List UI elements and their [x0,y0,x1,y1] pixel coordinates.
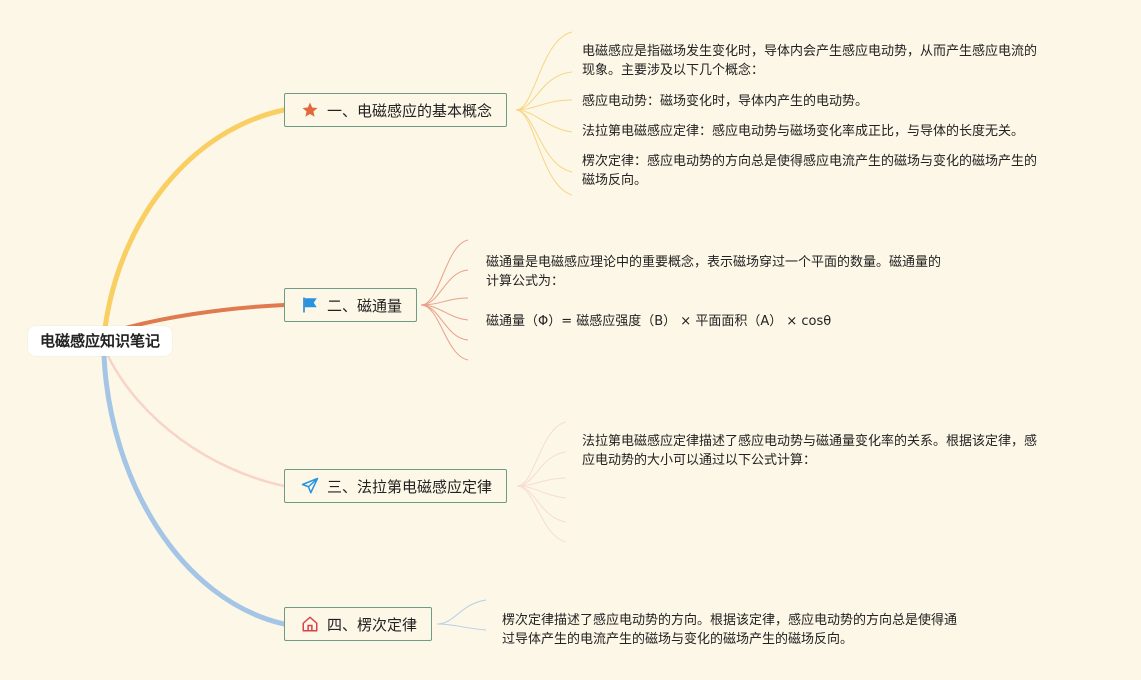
leaf-connectors-2 [420,239,469,361]
branch-node-basic-concepts[interactable]: 一、电磁感应的基本概念 [284,93,508,127]
branch-label: 一、电磁感应的基本概念 [327,101,493,120]
leaf-text-1-2: 感应电动势：磁场变化时，导体内产生的电动势。 [582,94,869,109]
paper-plane-icon [301,477,319,494]
branch-curve-1 [102,107,287,331]
branch-label: 四、楞次定律 [327,615,418,634]
root-node[interactable]: 电磁感应知识笔记 [28,326,173,356]
home-icon [302,616,318,632]
leaf-connectors-4 [436,599,487,631]
branch-node-magnetic-flux[interactable]: 二、磁通量 [284,288,418,322]
leaf-connectors-1 [515,31,573,196]
branch-label: 二、磁通量 [327,296,403,315]
root-title: 电磁感应知识笔记 [40,332,161,350]
branch-curve-4 [101,353,287,627]
leaf-text-2-2: 磁通量（Φ）= 磁感应强度（B） × 平面面积（A） × cosθ [486,314,832,329]
leaf-text-4-1: 楞次定律描述了感应电动势的方向。根据该定律，感应电动势的方向总是使得通 过导体产… [502,613,958,647]
branch-label: 三、法拉第电磁感应定律 [327,477,493,496]
leaf-text-2-1: 磁通量是电磁感应理论中的重要概念，表示磁场穿过一个平面的数量。磁通量的 计算公式… [486,255,942,289]
branch-curve-2 [116,303,286,332]
branch-curve-3 [106,354,286,488]
branch-node-lenz-law[interactable]: 四、楞次定律 [284,607,433,641]
star-icon [302,102,318,117]
branch-node-faraday-law[interactable]: 三、法拉第电磁感应定律 [284,469,508,503]
flag-icon [303,297,317,313]
leaf-text-1-3: 法拉第电磁感应定律：感应电动势与磁场变化率成正比，与导体的长度无关。 [582,124,1025,139]
leaf-connectors-3 [516,421,567,543]
leaf-text-3-1: 法拉第电磁感应定律描述了感应电动势与磁通量变化率的关系。根据该定律，感 应电动势… [582,434,1038,468]
leaf-text-1-1: 电磁感应是指磁场发生变化时，导体内会产生感应电动势，从而产生感应电流的 现象。主… [582,44,1038,78]
leaf-text-1-4: 楞次定律：感应电动势的方向总是使得感应电流产生的磁场与变化的磁场产生的 磁场反向… [582,154,1038,188]
